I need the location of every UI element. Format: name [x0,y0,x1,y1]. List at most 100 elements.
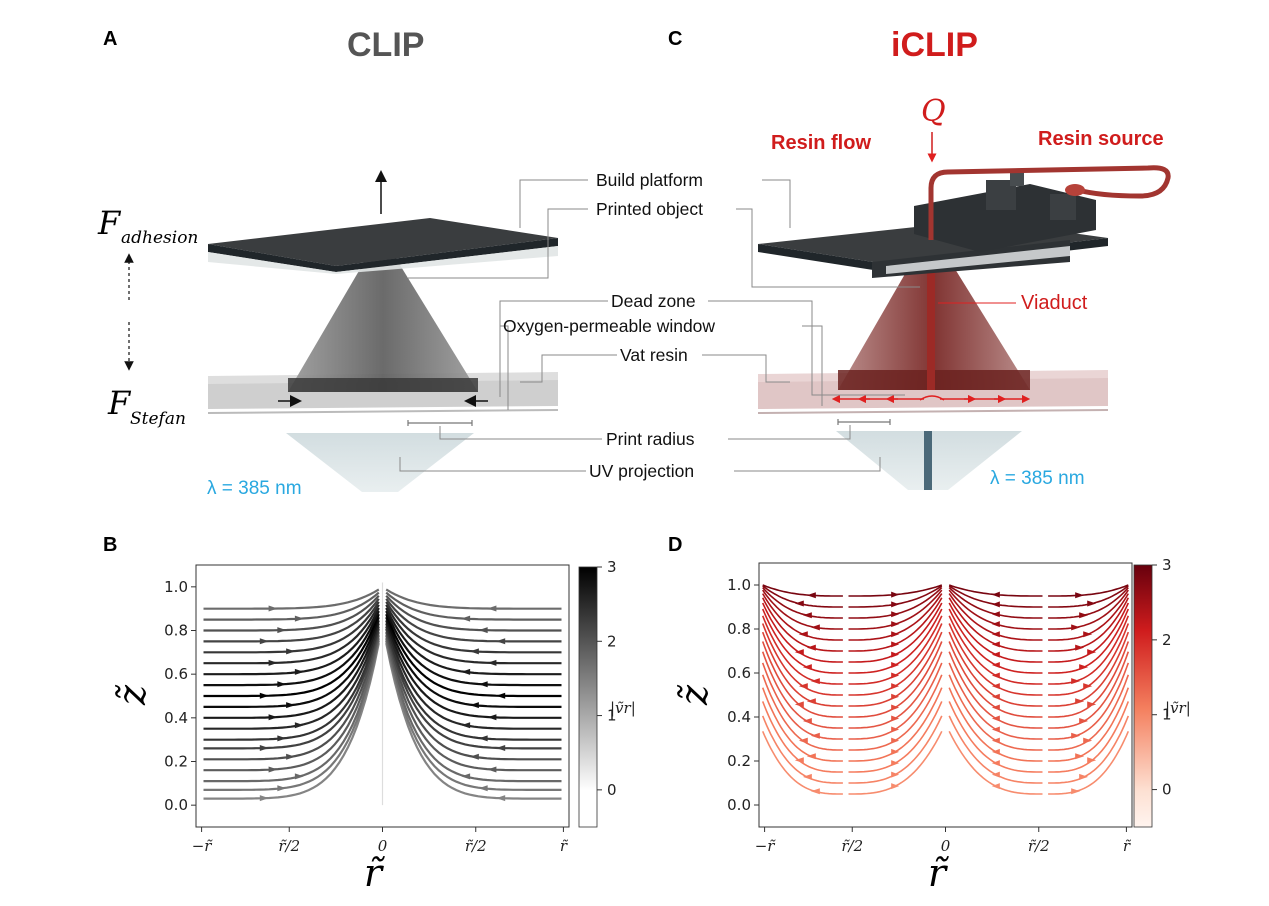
stream-arrow [294,773,304,780]
x-tick-label: r̃/2 [465,837,487,855]
x-tick-label: r̃ [560,837,569,855]
streamline [203,607,380,676]
stream-arrow [1071,678,1081,685]
chart-b-colorbar [578,566,598,828]
stream-arrow [478,681,488,688]
callout-build-platform: Build platform [596,170,703,190]
stream-arrow [1087,701,1097,708]
chart-d-y-ticks: 0.00.20.40.60.81.0 [727,576,759,814]
stream-arrow [478,785,488,792]
stream-arrow [1087,757,1097,764]
stream-arrow [891,631,900,638]
streamline [761,662,843,740]
stefan-force-subscript: Stefan [130,409,186,429]
chart-b-xlabel: r̃ [364,851,385,895]
stream-arrow [798,683,808,690]
chart-d-ylabel: z̃ [672,684,716,706]
stream-arrow [496,745,506,752]
stream-arrow [259,745,269,752]
stream-arrow [1083,737,1093,744]
colorbar-tick-label: 1 [607,707,617,725]
stream-arrow [1075,592,1085,599]
x-tick-label: −r̃ [755,837,776,855]
streamline [385,620,562,719]
streamline [203,591,380,621]
streamline [761,730,843,795]
stream-arrow [259,795,269,802]
streamline [1048,608,1130,674]
streamline [1048,587,1129,619]
streamline [1048,715,1130,784]
colorbar-tick-label: 3 [607,558,617,576]
x-tick-label: r̃/2 [278,837,300,855]
stream-arrow [461,773,471,780]
streamline [761,608,843,674]
stream-arrow [461,668,471,675]
stream-arrow [794,600,804,607]
streamline [761,701,843,773]
streamline [203,598,380,643]
stream-arrow [478,735,488,742]
streamline [203,623,380,730]
stream-arrow [798,631,808,638]
stream-arrow [806,644,816,651]
stream-arrow [991,621,1000,628]
stream-arrow [891,611,900,618]
streamline [761,687,843,762]
stream-arrow [891,621,900,628]
streamline [385,642,562,800]
streamline [1048,701,1130,773]
colorbar-tick-label: 0 [1162,781,1172,799]
streamline [761,631,843,707]
streamline [203,604,380,665]
streamline [1048,687,1130,762]
y-tick-label: 0.0 [727,796,751,814]
streamline [203,613,380,698]
colorbar-tick-label: 1 [1162,706,1172,724]
streamline [762,589,843,630]
stream-arrow [891,651,900,658]
stream-arrow [991,683,1000,690]
stream-arrow [294,615,304,622]
stefan-force-symbol: F [107,384,132,422]
window-right [757,409,1109,414]
adhesion-force-subscript: adhesion [121,228,198,248]
y-tick-label: 0.6 [164,665,188,683]
chart-b-y-ticks: 0.00.20.40.60.81.0 [164,578,196,814]
stream-arrow [496,795,506,802]
colorbar-tick-label: 2 [1162,631,1172,649]
streamline [385,626,562,741]
stream-arrow [277,627,287,634]
stream-arrow [810,678,820,685]
stream-arrow [259,638,269,645]
stream-arrow [991,641,1000,648]
y-tick-label: 0.8 [727,620,751,638]
y-tick-label: 0.4 [164,709,188,727]
clip-schematic [124,170,559,492]
x-tick-label: −r̃ [192,837,213,855]
stream-arrow [891,672,900,679]
streamline [203,626,380,741]
stream-arrow [268,714,278,721]
stream-arrow [487,659,497,666]
y-tick-label: 0.0 [164,796,188,814]
chart-d-colorbar-label: |ṽr| [1165,699,1191,717]
stream-arrow [286,648,296,655]
streamline [203,628,380,750]
streamline [203,640,380,791]
chart-b-colorbar-label: |ṽr| [610,699,636,717]
callout-lines [399,179,920,472]
resin-source-label: Resin source [1038,128,1164,150]
chart-d-frame [758,562,1133,828]
stream-arrow [991,726,1000,733]
stream-arrow [268,766,278,773]
panel-a-title: CLIP [347,26,424,64]
streamline [1048,662,1130,740]
stream-arrow [802,718,812,725]
stream-arrow [991,715,1000,722]
stream-arrow [286,753,296,760]
panel-letter-b: B [103,534,117,556]
stream-arrow [277,681,287,688]
stream-arrow [991,704,1000,711]
